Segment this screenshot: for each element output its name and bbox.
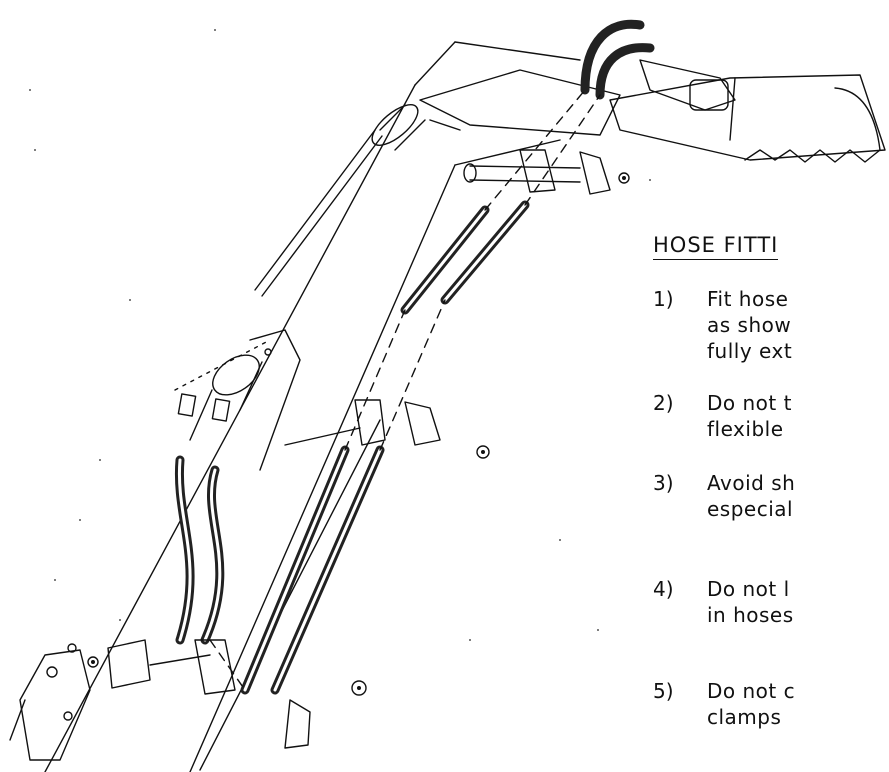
hose-end-fittings xyxy=(177,393,231,422)
step-text-line: as show xyxy=(707,313,792,337)
clamp-assembly-middle xyxy=(284,399,490,459)
scan-speckle xyxy=(29,29,651,641)
boom-arm-outline xyxy=(44,41,621,772)
step-number: 5) xyxy=(653,679,674,703)
base-bracket xyxy=(9,643,91,761)
step-text-line: Do not l xyxy=(707,577,790,601)
clamp-assembly-upper xyxy=(463,149,630,195)
step-number: 2) xyxy=(653,391,674,415)
clamp-assembly-lower xyxy=(87,639,367,749)
step-text-line: Fit hose xyxy=(707,287,789,311)
section-heading: HOSE FITTI xyxy=(653,233,779,260)
step-number: 4) xyxy=(653,577,674,601)
step-text-line: clamps xyxy=(707,705,782,729)
hose-routing-lines xyxy=(209,89,601,691)
step-text-line: especial xyxy=(707,497,794,521)
dipper-bucket xyxy=(609,59,886,163)
step-number: 1) xyxy=(653,287,674,311)
step-text-line: fully ext xyxy=(707,339,793,363)
step-text-line: in hoses xyxy=(707,603,794,627)
step-text-line: Do not t xyxy=(707,391,792,415)
step-text-line: Do not c xyxy=(707,679,796,703)
pin-details xyxy=(91,176,626,690)
step-text-line: flexible xyxy=(707,417,784,441)
step-number: 3) xyxy=(653,471,674,495)
hydraulic-ram xyxy=(174,104,426,471)
step-text-line: Avoid sh xyxy=(707,471,796,495)
